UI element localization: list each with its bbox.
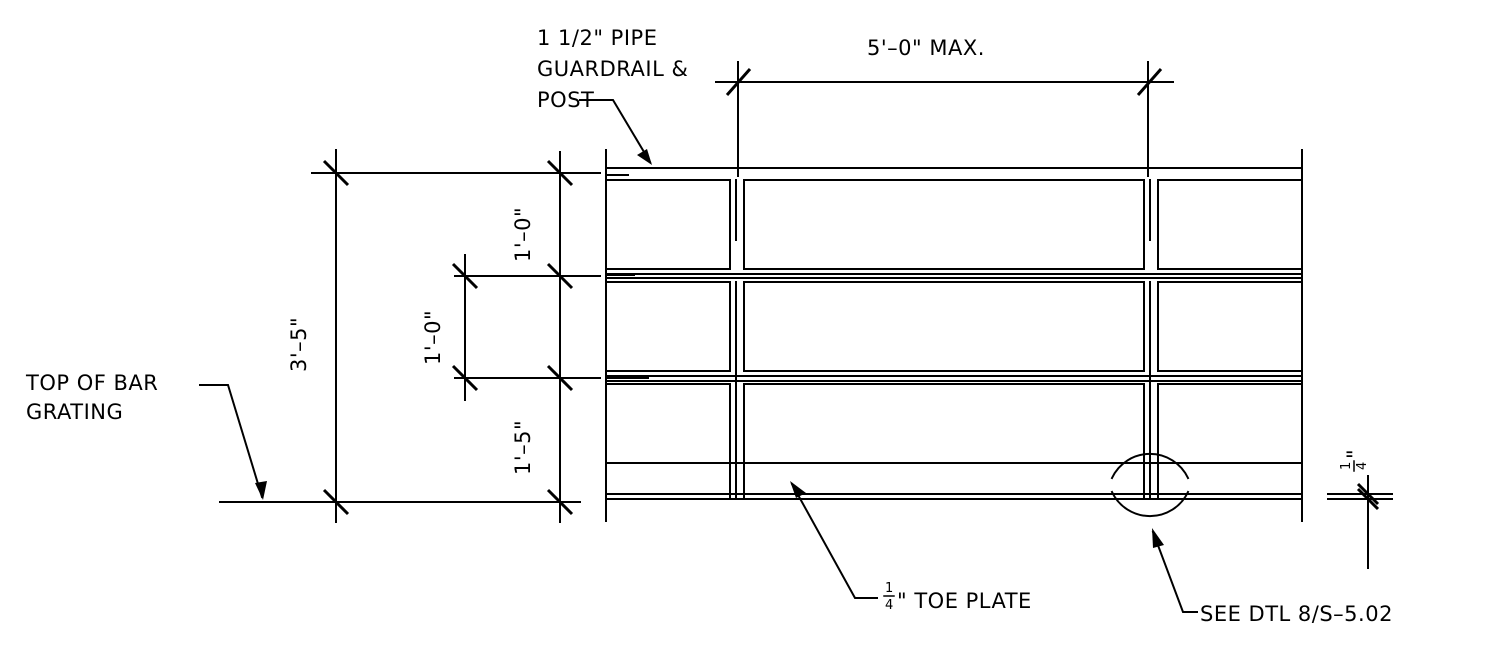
panel-center-3 — [743, 383, 1145, 500]
panel-right-1 — [1157, 179, 1303, 270]
overall-height-label: 3'–5" — [287, 317, 311, 372]
panel-left-2 — [605, 281, 731, 372]
pipe-callout: 1 1/2" PIPE GUARDRAIL & POST — [537, 26, 688, 165]
detail-circle-arc-top — [1110, 452, 1190, 480]
thickness-fraction-num: 1 — [1339, 462, 1354, 470]
detail-arrowhead — [1152, 528, 1164, 548]
panel-center-2 — [743, 281, 1145, 372]
spacing-label: 5'–0" MAX. — [867, 36, 985, 60]
spacing-dimension: 5'–0" MAX. — [715, 36, 1174, 177]
pipe-label-line1: 1 1/2" PIPE — [537, 26, 657, 50]
guardrail-frame — [605, 149, 1303, 522]
grating-leader-arrowhead — [255, 481, 267, 500]
plate-thickness-dimension: 1 4 " — [1327, 449, 1393, 569]
toe-plate-arrowhead — [790, 481, 806, 498]
toe-plate-leader-line — [790, 482, 878, 599]
grating-label-line1: TOP OF BAR — [25, 371, 158, 395]
tick-left — [725, 68, 752, 96]
tick-overall-bottom — [322, 488, 350, 516]
panel-left-3 — [605, 383, 731, 500]
grating-leader-line — [199, 384, 264, 499]
height-dimensions: 3'–5" 1'–0" 1'–5" 1'–0" — [219, 149, 601, 523]
detail-callout: SEE DTL 8/S–5.02 — [1110, 452, 1393, 626]
tick-inner-top — [451, 262, 479, 290]
toe-plate-fraction-num: 1 — [885, 581, 893, 596]
panel-right-2 — [1157, 281, 1303, 372]
pipe-leader-arrowhead — [637, 149, 652, 165]
panel-center-1 — [743, 179, 1145, 270]
grating-callout: TOP OF BAR GRATING — [25, 371, 267, 500]
tick-chain-top — [546, 159, 574, 187]
thickness-fraction-den: 4 — [1355, 462, 1370, 470]
toe-plate-callout: 1 4 " TOE PLATE — [790, 481, 1032, 613]
toe-plate-label: " TOE PLATE — [897, 589, 1032, 613]
top-rail-spacing-label: 1'–0" — [511, 207, 535, 262]
panel-right-3 — [1157, 383, 1303, 500]
see-detail-label: SEE DTL 8/S–5.02 — [1200, 602, 1393, 626]
pipe-leader-line — [579, 99, 652, 164]
detail-circle-arc-bottom — [1110, 490, 1190, 518]
tick-chain-bottom — [546, 488, 574, 516]
tick-inner-bottom — [451, 364, 479, 392]
detail-leader-line — [1151, 530, 1198, 613]
mid-rail-spacing-label: 1'–0" — [421, 310, 445, 365]
bottom-spacing-label: 1'–5" — [511, 420, 535, 475]
thickness-tick-bottom — [1356, 487, 1380, 511]
panel-left-1 — [605, 179, 731, 270]
pipe-label-line2: GUARDRAIL & — [537, 57, 688, 81]
toe-plate-fraction-den: 4 — [885, 598, 893, 613]
grating-label-line2: GRATING — [26, 400, 123, 424]
tick-overall-top — [322, 159, 350, 187]
thickness-tick-top — [1356, 482, 1380, 506]
thickness-label: " — [1343, 449, 1367, 459]
tick-right — [1136, 68, 1163, 96]
